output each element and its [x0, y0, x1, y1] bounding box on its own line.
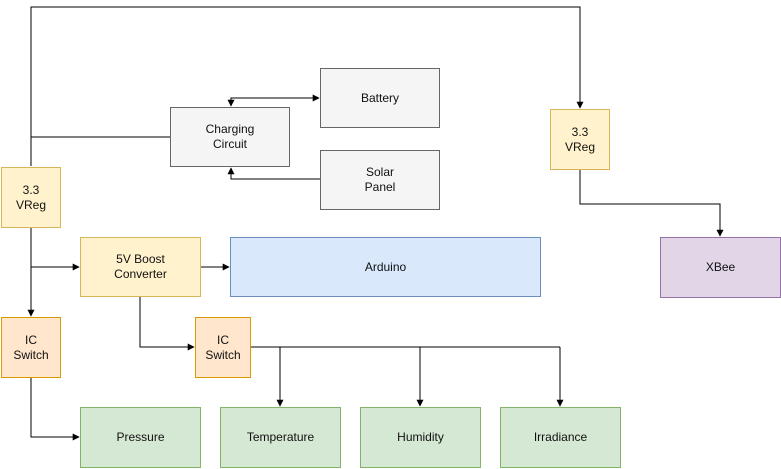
xbee-block: XBee: [660, 237, 781, 298]
connector-solar-to-charging: [227, 167, 320, 180]
connector-right-vreg-to-xbee: [579, 169, 724, 237]
temperature-block: Temperature: [220, 407, 341, 468]
connector-charging-battery: [227, 94, 320, 107]
xbee-label: XBee: [705, 260, 736, 274]
humidity-label: Humidity: [397, 430, 444, 444]
solar-panel-block: Solar Panel: [320, 150, 440, 210]
vreg-right-label: 3.3 VReg: [564, 124, 596, 154]
temperature-label: Temperature: [246, 430, 315, 444]
arduino-label: Arduino: [364, 259, 407, 274]
pressure-label: Pressure: [116, 430, 165, 444]
irradiance-block: Irradiance: [500, 407, 621, 468]
vreg-left-label: 3.3 VReg: [15, 182, 47, 212]
connector-left-vreg-to-boost: [30, 228, 80, 271]
charging-circuit-block: Charging Circuit: [170, 107, 290, 167]
battery-label: Battery: [360, 90, 399, 105]
ic-switch-mid-label: IC Switch: [205, 332, 241, 362]
humidity-block: Humidity: [360, 407, 481, 468]
connector-ic-switch-to-pressure: [30, 377, 80, 441]
arduino-block: Arduino: [230, 237, 541, 297]
ic-switch-left-label: IC Switch: [13, 332, 49, 362]
boost-converter-label: 5V Boost Converter: [114, 252, 167, 281]
connector-top-to-right-vreg: [30, 6, 584, 166]
ic-switch-mid-block: IC Switch: [195, 317, 251, 378]
charging-circuit-label: Charging Circuit: [205, 122, 255, 151]
vreg-right-block: 3.3 VReg: [550, 109, 610, 170]
irradiance-label: Irradiance: [533, 430, 588, 444]
connector-boost-to-ic-switch: [139, 297, 195, 351]
solar-panel-label: Solar Panel: [364, 165, 396, 194]
vreg-left-block: 3.3 VReg: [1, 167, 61, 228]
ic-switch-left-block: IC Switch: [1, 317, 61, 378]
pressure-block: Pressure: [80, 407, 201, 468]
boost-converter-block: 5V Boost Converter: [80, 237, 201, 297]
battery-block: Battery: [320, 68, 440, 128]
